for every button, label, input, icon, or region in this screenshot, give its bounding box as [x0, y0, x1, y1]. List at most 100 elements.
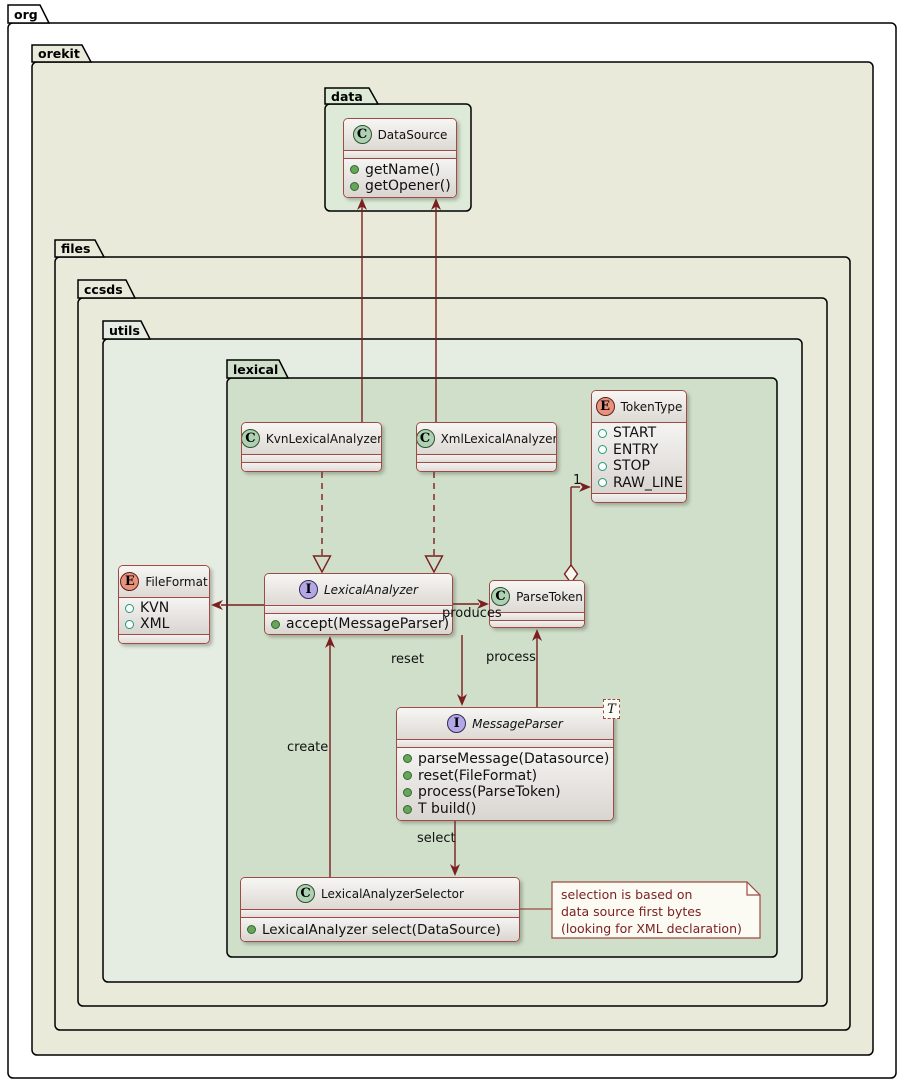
class-lexicalanalyzerselector-title: C LexicalAnalyzerSelector [241, 878, 519, 910]
method-bullet-icon [403, 771, 412, 781]
class-name: ParseToken [516, 589, 583, 604]
interface-name: LexicalAnalyzer [323, 582, 418, 597]
enum-tokentype-title: E TokenType [592, 391, 686, 423]
class-name: KvnLexicalAnalyzer [265, 431, 382, 446]
enum-icon: E [595, 397, 615, 416]
class-lexicalanalyzerselector: C LexicalAnalyzerSelector LexicalAnalyze… [240, 877, 520, 942]
class-xmllexicalanalyzer: C XmlLexicalAnalyzer [416, 422, 557, 472]
class-icon: C [352, 125, 372, 144]
edge-lexicalanalyzer-to-fileformat [211, 600, 264, 610]
method-item: getName() [350, 162, 450, 178]
package-label-data: data [331, 89, 363, 104]
method-item: parseMessage(Datasource) [403, 751, 609, 767]
method-item: getOpener() [350, 178, 451, 194]
hollow-triangle-arrowhead [424, 555, 444, 574]
class-xmllexicalanalyzer-title: C XmlLexicalAnalyzer [417, 423, 556, 455]
class-name: DataSource [377, 127, 448, 142]
package-utils-tab [102, 320, 152, 340]
method-bullet-icon [403, 804, 412, 814]
arrowhead-right [579, 482, 591, 492]
method-bullet-icon [247, 925, 256, 934]
enum-icon: E [120, 572, 140, 591]
fields-compartment-empty [265, 606, 452, 614]
hollow-triangle-arrowhead [312, 555, 332, 574]
generic-type-box: T [603, 699, 620, 719]
interface-lexicalanalyzer: I LexicalAnalyzer accept(MessageParser) [264, 573, 453, 635]
package-org-tab [7, 4, 51, 24]
edge-messageparser-processes-parsetoken [532, 629, 542, 707]
field-bullet-icon [598, 428, 607, 438]
class-parsetoken-title: C ParseToken [490, 581, 584, 613]
arrowhead-down [450, 864, 460, 876]
package-label-org: org [14, 7, 38, 22]
method-item: LexicalAnalyzer select(DataSource) [247, 922, 513, 938]
arrowhead-up [532, 629, 542, 641]
method-item: process(ParseToken) [403, 784, 607, 800]
method-bullet-icon [403, 754, 412, 764]
methods-compartment-empty [592, 494, 686, 502]
enum-value-item: RAW_LINE [598, 475, 683, 491]
enum-value-item: START [598, 425, 680, 441]
note-line: selection is based on [561, 887, 693, 902]
field-bullet-icon [125, 619, 134, 629]
class-name: XmlLexicalAnalyzer [440, 431, 557, 446]
edge-label-select: select [417, 831, 456, 846]
class-kvnlexicalanalyzer: C KvnLexicalAnalyzer [241, 422, 382, 472]
enum-value-item: XML [125, 616, 203, 632]
enum-fileformat: E FileFormat KVN XML [118, 565, 210, 644]
methods-compartment-empty [417, 463, 556, 471]
package-orekit-tab [31, 44, 93, 63]
edge-kvn-to-datasource [357, 198, 367, 422]
field-bullet-icon [598, 445, 607, 455]
class-icon: C [296, 884, 316, 903]
enum-name: FileFormat [145, 574, 208, 589]
fields-compartment-empty [397, 740, 613, 748]
class-icon: C [242, 429, 260, 448]
field-bullet-icon [598, 461, 607, 471]
method-bullet-icon [403, 787, 412, 797]
note-line: (looking for XML declaration) [561, 921, 742, 936]
edge-xml-to-datasource [431, 198, 441, 422]
note-line: data source first bytes [561, 904, 702, 919]
edge-kvn-realizes-lexicalanalyzer [312, 472, 332, 574]
class-icon: C [417, 429, 435, 448]
edge-lexicalanalyzer-resets-messageparser [457, 635, 467, 706]
enum-value-item: ENTRY [598, 442, 680, 458]
edge-messageparser-selects-selector [450, 821, 460, 876]
interface-messageparser: I MessageParser parseMessage(Datasource)… [396, 707, 614, 821]
method-bullet-icon [350, 181, 359, 191]
class-datasource-title: C DataSource [344, 119, 456, 151]
class-name: LexicalAnalyzerSelector [321, 886, 464, 901]
package-ccsds-tab [77, 279, 137, 299]
package-label-utils: utils [109, 323, 140, 338]
edge-label-produces: produces [442, 606, 502, 621]
note-shape [551, 881, 761, 939]
methods-compartment: parseMessage(Datasource) reset(FileForma… [397, 748, 613, 820]
enum-values-compartment: KVN XML [119, 598, 209, 635]
package-label-lexical: lexical [233, 362, 279, 377]
method-item: T build() [403, 801, 607, 817]
fields-compartment-empty [490, 613, 584, 621]
class-icon: C [491, 587, 511, 606]
package-files-tab [54, 239, 106, 258]
edge-lexicalanalyzer-produces-parsetoken [453, 599, 489, 609]
methods-compartment-empty [242, 463, 381, 471]
package-lexical-tab [226, 359, 290, 379]
arrowhead-down [457, 694, 467, 706]
methods-compartment: accept(MessageParser) [265, 614, 452, 634]
note-fold-corner [746, 882, 760, 896]
package-label-orekit: orekit [38, 46, 80, 61]
enum-fileformat-title: E FileFormat [119, 566, 209, 598]
arrowhead-up [431, 198, 441, 210]
edge-xml-realizes-lexicalanalyzer [424, 472, 444, 574]
enum-tokentype: E TokenType START ENTRY STOP RAW_LINE [591, 390, 687, 503]
method-item: accept(MessageParser) [271, 616, 449, 632]
fields-compartment-empty [417, 455, 556, 463]
field-bullet-icon [598, 478, 607, 488]
methods-compartment: getName() getOpener() [344, 159, 456, 197]
enum-name: TokenType [620, 399, 683, 414]
fields-compartment-empty [241, 910, 519, 918]
enum-values-compartment: START ENTRY STOP RAW_LINE [592, 423, 686, 494]
edge-label-reset: reset [391, 652, 424, 667]
